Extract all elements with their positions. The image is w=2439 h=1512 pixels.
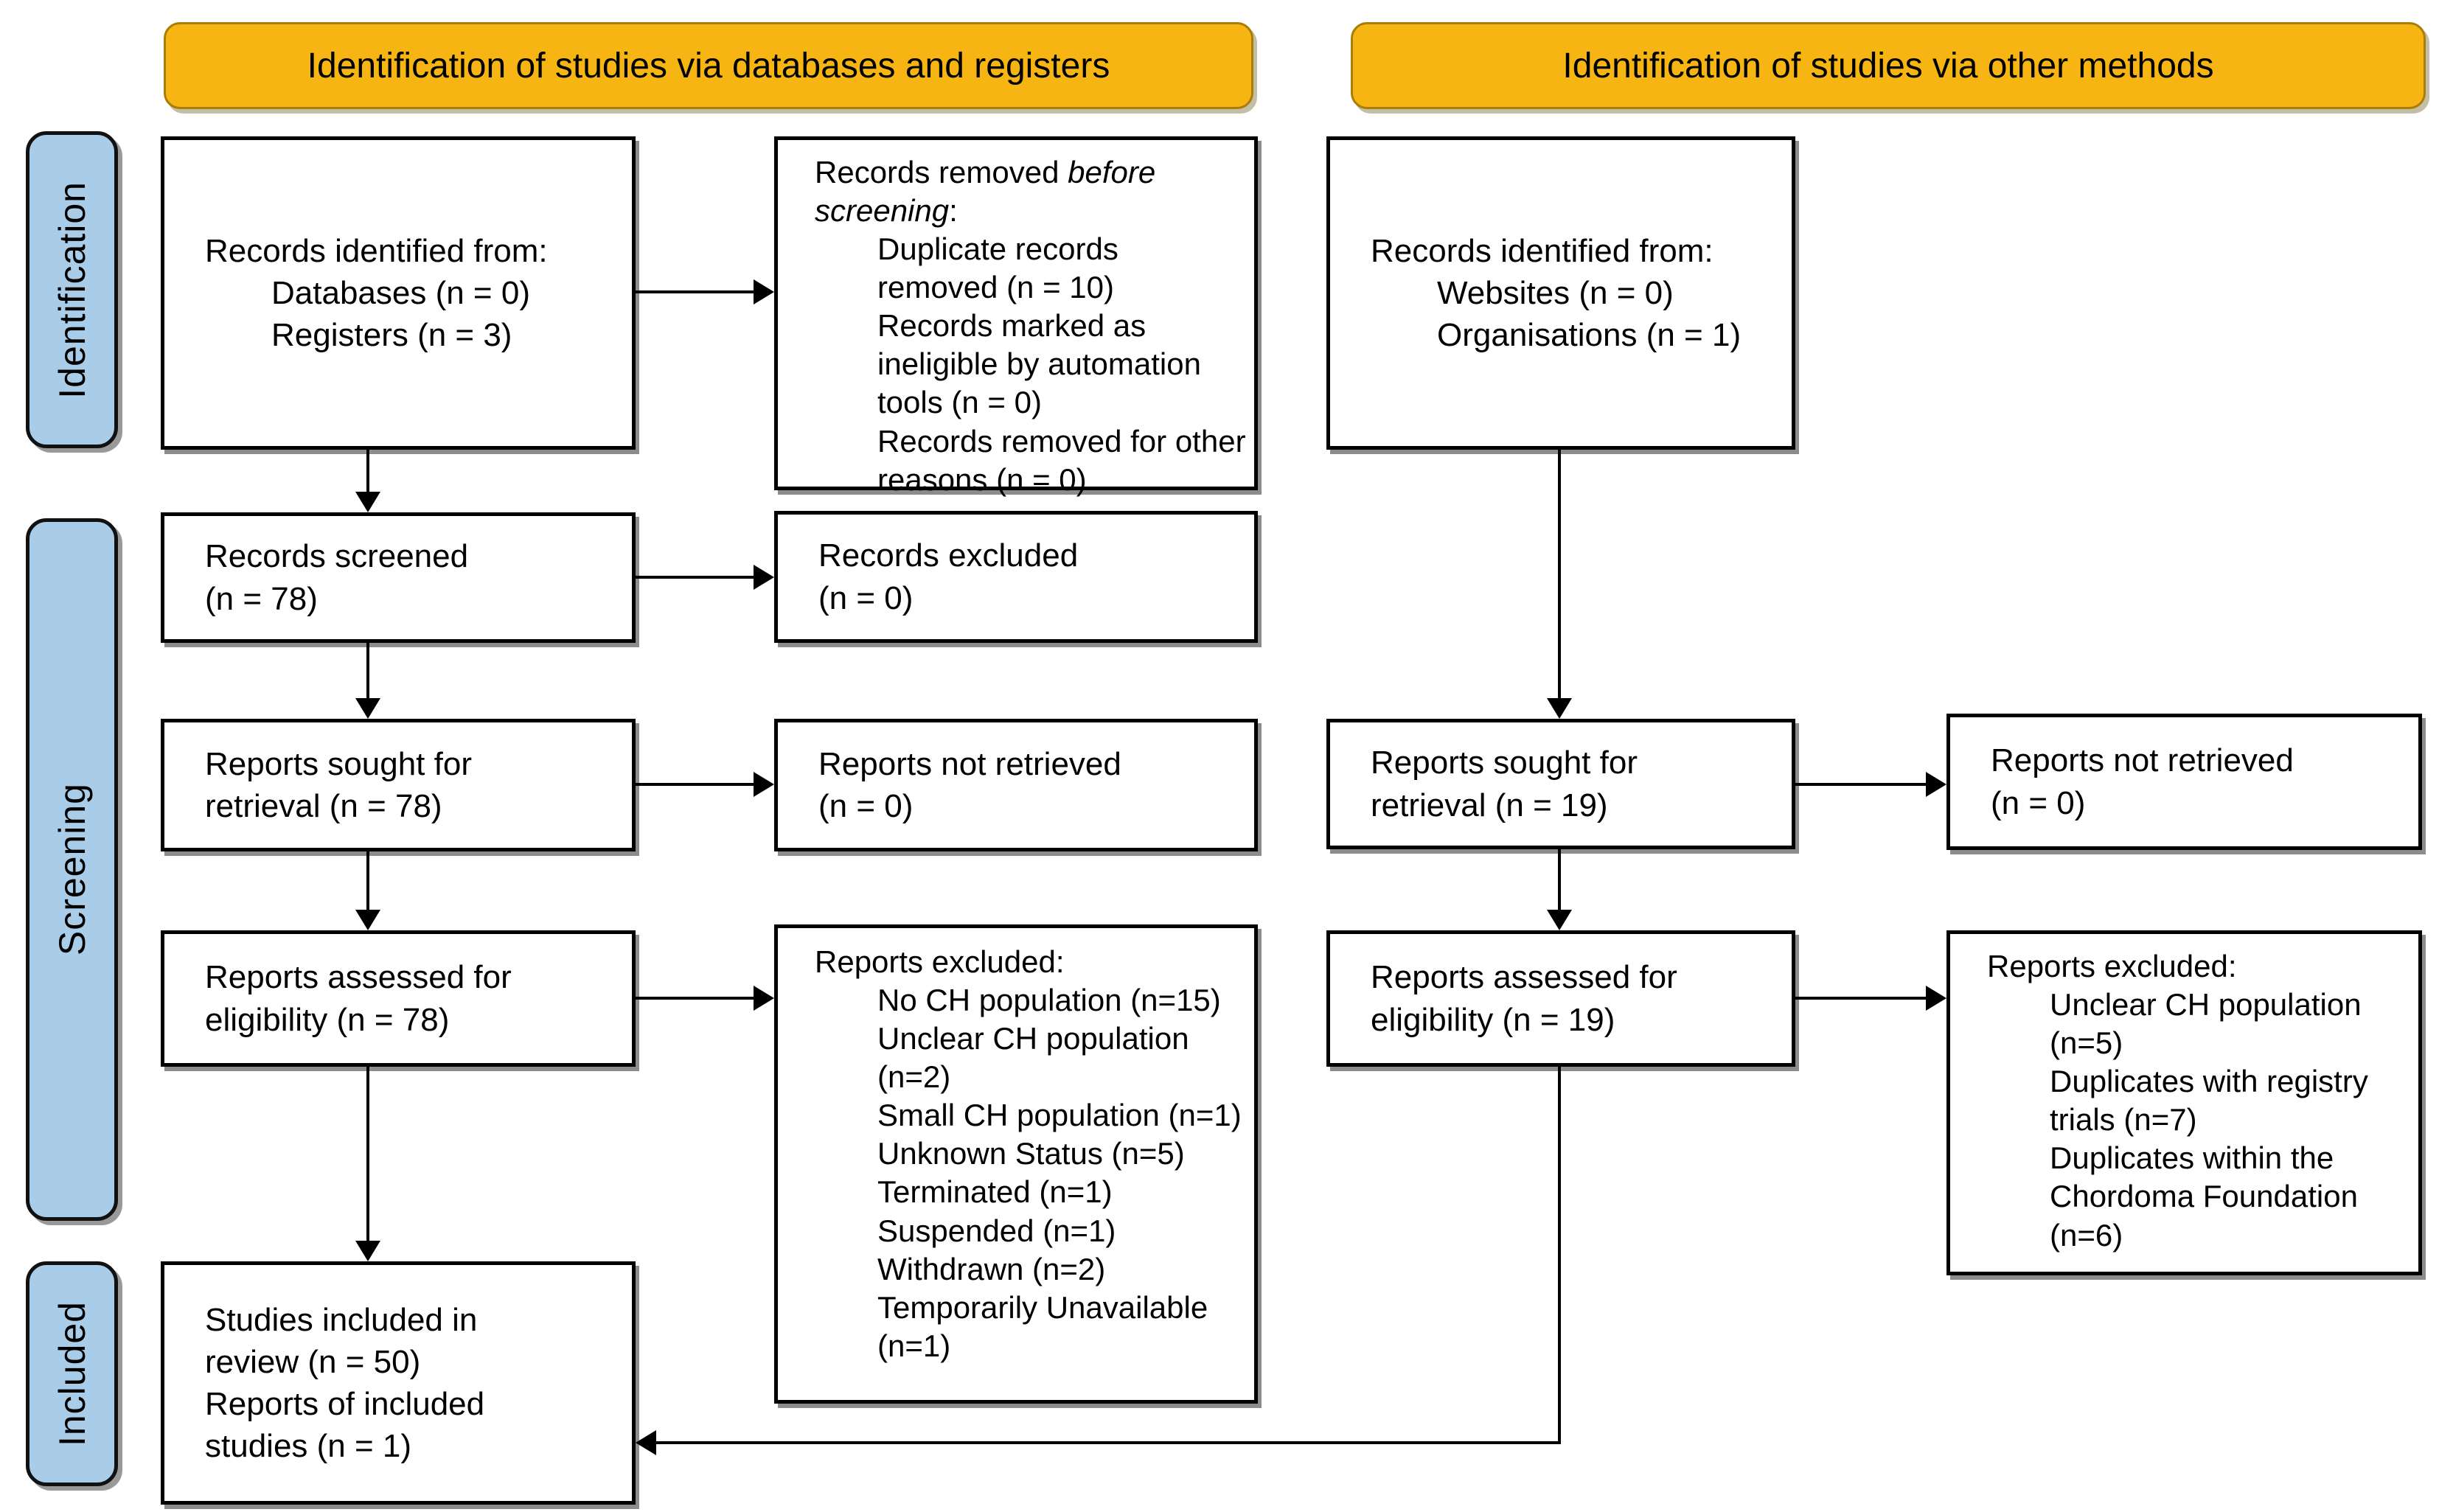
box-reports-assessed-databases: Reports assessed for eligibility (n = 78… <box>161 930 636 1067</box>
box-records-screened: Records screened (n = 78) <box>161 512 636 643</box>
header-databases-registers: Identification of studies via databases … <box>164 22 1253 109</box>
arrow-sought-other-to-not-retrieved <box>1795 783 1926 786</box>
studies-included-line: review (n = 50) <box>205 1343 421 1380</box>
reports-assessed-db-line1: Reports assessed for <box>205 959 512 996</box>
reports-excluded-other-item: Duplicates within the Chordoma Foundatio… <box>2050 1140 2358 1253</box>
studies-included-line: studies (n = 1) <box>205 1428 412 1465</box>
stage-label-identification-text: Identification <box>51 181 93 399</box>
reports-excluded-db-title: Reports excluded: <box>815 944 1065 979</box>
records-excluded-line1: Records excluded <box>818 537 1079 574</box>
arrow-assessed-to-excluded <box>636 997 754 1000</box>
header-databases-registers-label: Identification of studies via databases … <box>307 46 1110 86</box>
reports-sought-db-line2: retrieval (n = 78) <box>205 788 442 824</box>
records-identified-other-title: Records identified from: <box>1371 232 1713 269</box>
reports-excluded-other-item: Unclear CH population (n=5) <box>2050 987 2362 1061</box>
reports-excluded-db-item: Withdrawn (n=2) <box>877 1251 1106 1286</box>
arrow-identified-to-removed <box>636 290 754 293</box>
records-removed-item: Records marked as ineligible by automati… <box>877 308 1201 420</box>
arrow-sought-other-to-assessed <box>1558 849 1561 910</box>
box-studies-included: Studies included in review (n = 50) Repo… <box>161 1261 636 1505</box>
reports-not-retrieved-db-line1: Reports not retrieved <box>818 745 1121 782</box>
reports-excluded-db-item: Suspended (n=1) <box>877 1213 1116 1248</box>
records-identified-other-item: Websites (n = 0) <box>1437 274 1674 311</box>
header-other-methods-label: Identification of studies via other meth… <box>1562 46 2214 86</box>
box-records-identified-other: Records identified from: Websites (n = 0… <box>1326 136 1795 450</box>
studies-included-line: Reports of included <box>205 1386 485 1422</box>
reports-excluded-db-item: Terminated (n=1) <box>877 1174 1113 1210</box>
arrow-assessed-other-to-included <box>656 1441 1561 1444</box>
stage-label-screening-text: Screening <box>51 783 93 956</box>
reports-excluded-db-item: Small CH population (n=1) <box>877 1098 1242 1133</box>
records-removed-title: Records removed before screening: <box>815 155 1156 229</box>
records-screened-line1: Records screened <box>205 538 469 575</box>
box-records-excluded: Records excluded (n = 0) <box>774 511 1258 643</box>
box-reports-not-retrieved-other: Reports not retrieved (n = 0) <box>1946 714 2422 850</box>
studies-included-line: Studies included in <box>205 1301 478 1338</box>
records-identified-db-title: Records identified from: <box>205 232 548 269</box>
reports-excluded-db-item: No CH population (n=15) <box>877 983 1221 1018</box>
box-reports-assessed-other: Reports assessed for eligibility (n = 19… <box>1326 930 1795 1067</box>
reports-excluded-other-item: Duplicates with registry trials (n=7) <box>2050 1064 2368 1138</box>
stage-label-included: Included <box>26 1261 118 1486</box>
reports-sought-other-line2: retrieval (n = 19) <box>1371 787 1608 823</box>
reports-assessed-other-line1: Reports assessed for <box>1371 959 1677 996</box>
arrow-sought-to-assessed <box>366 851 369 910</box>
reports-assessed-db-line2: eligibility (n = 78) <box>205 1001 450 1038</box>
records-removed-item: Records removed for other reasons (n = 0… <box>877 423 1246 497</box>
header-other-methods: Identification of studies via other meth… <box>1351 22 2426 109</box>
reports-not-retrieved-other-line2: (n = 0) <box>1991 784 2086 821</box>
reports-sought-db-line1: Reports sought for <box>205 745 472 782</box>
box-records-removed-before-screening: Records removed before screening: Duplic… <box>774 136 1258 497</box>
connector-assessed-other-down <box>1558 1067 1561 1443</box>
box-reports-sought-other: Reports sought for retrieval (n = 19) <box>1326 719 1795 849</box>
records-identified-db-item: Databases (n = 0) <box>271 274 530 311</box>
reports-assessed-other-line2: eligibility (n = 19) <box>1371 1001 1615 1038</box>
box-reports-sought-databases: Reports sought for retrieval (n = 78) <box>161 719 636 851</box>
arrow-screened-to-excluded <box>636 576 754 579</box>
records-removed-item: Duplicate records removed (n = 10) <box>877 231 1118 305</box>
records-identified-db-item: Registers (n = 3) <box>271 317 512 354</box>
box-reports-excluded-other: Reports excluded: Unclear CH population … <box>1946 930 2422 1275</box>
reports-excluded-db-item: Unclear CH population (n=2) <box>877 1021 1189 1095</box>
box-reports-not-retrieved-databases: Reports not retrieved (n = 0) <box>774 719 1258 851</box>
box-reports-excluded-databases: Reports excluded: No CH population (n=15… <box>774 924 1258 1404</box>
reports-excluded-db-item: Temporarily Unavailable (n=1) <box>877 1289 1208 1363</box>
reports-not-retrieved-db-line2: (n = 0) <box>818 788 914 824</box>
arrow-identified-to-screened <box>366 450 369 492</box>
arrow-sought-to-not-retrieved <box>636 783 754 786</box>
reports-not-retrieved-other-line1: Reports not retrieved <box>1991 742 2294 779</box>
stage-label-identification: Identification <box>26 131 118 448</box>
arrow-assessed-other-to-excluded <box>1795 997 1926 1000</box>
reports-excluded-other-title: Reports excluded: <box>1987 949 2237 983</box>
stage-label-included-text: Included <box>51 1300 93 1447</box>
reports-excluded-db-item: Unknown Status (n=5) <box>877 1136 1185 1171</box>
reports-sought-other-line1: Reports sought for <box>1371 745 1638 781</box>
arrow-assessed-to-included <box>366 1067 369 1241</box>
arrow-identified-other-to-sought <box>1558 450 1561 698</box>
records-excluded-line2: (n = 0) <box>818 579 914 616</box>
stage-label-screening: Screening <box>26 518 118 1221</box>
records-identified-other-item: Organisations (n = 1) <box>1437 317 1742 354</box>
records-screened-line2: (n = 78) <box>205 580 318 617</box>
box-records-identified-databases: Records identified from: Databases (n = … <box>161 136 636 450</box>
arrow-screened-to-sought <box>366 643 369 698</box>
